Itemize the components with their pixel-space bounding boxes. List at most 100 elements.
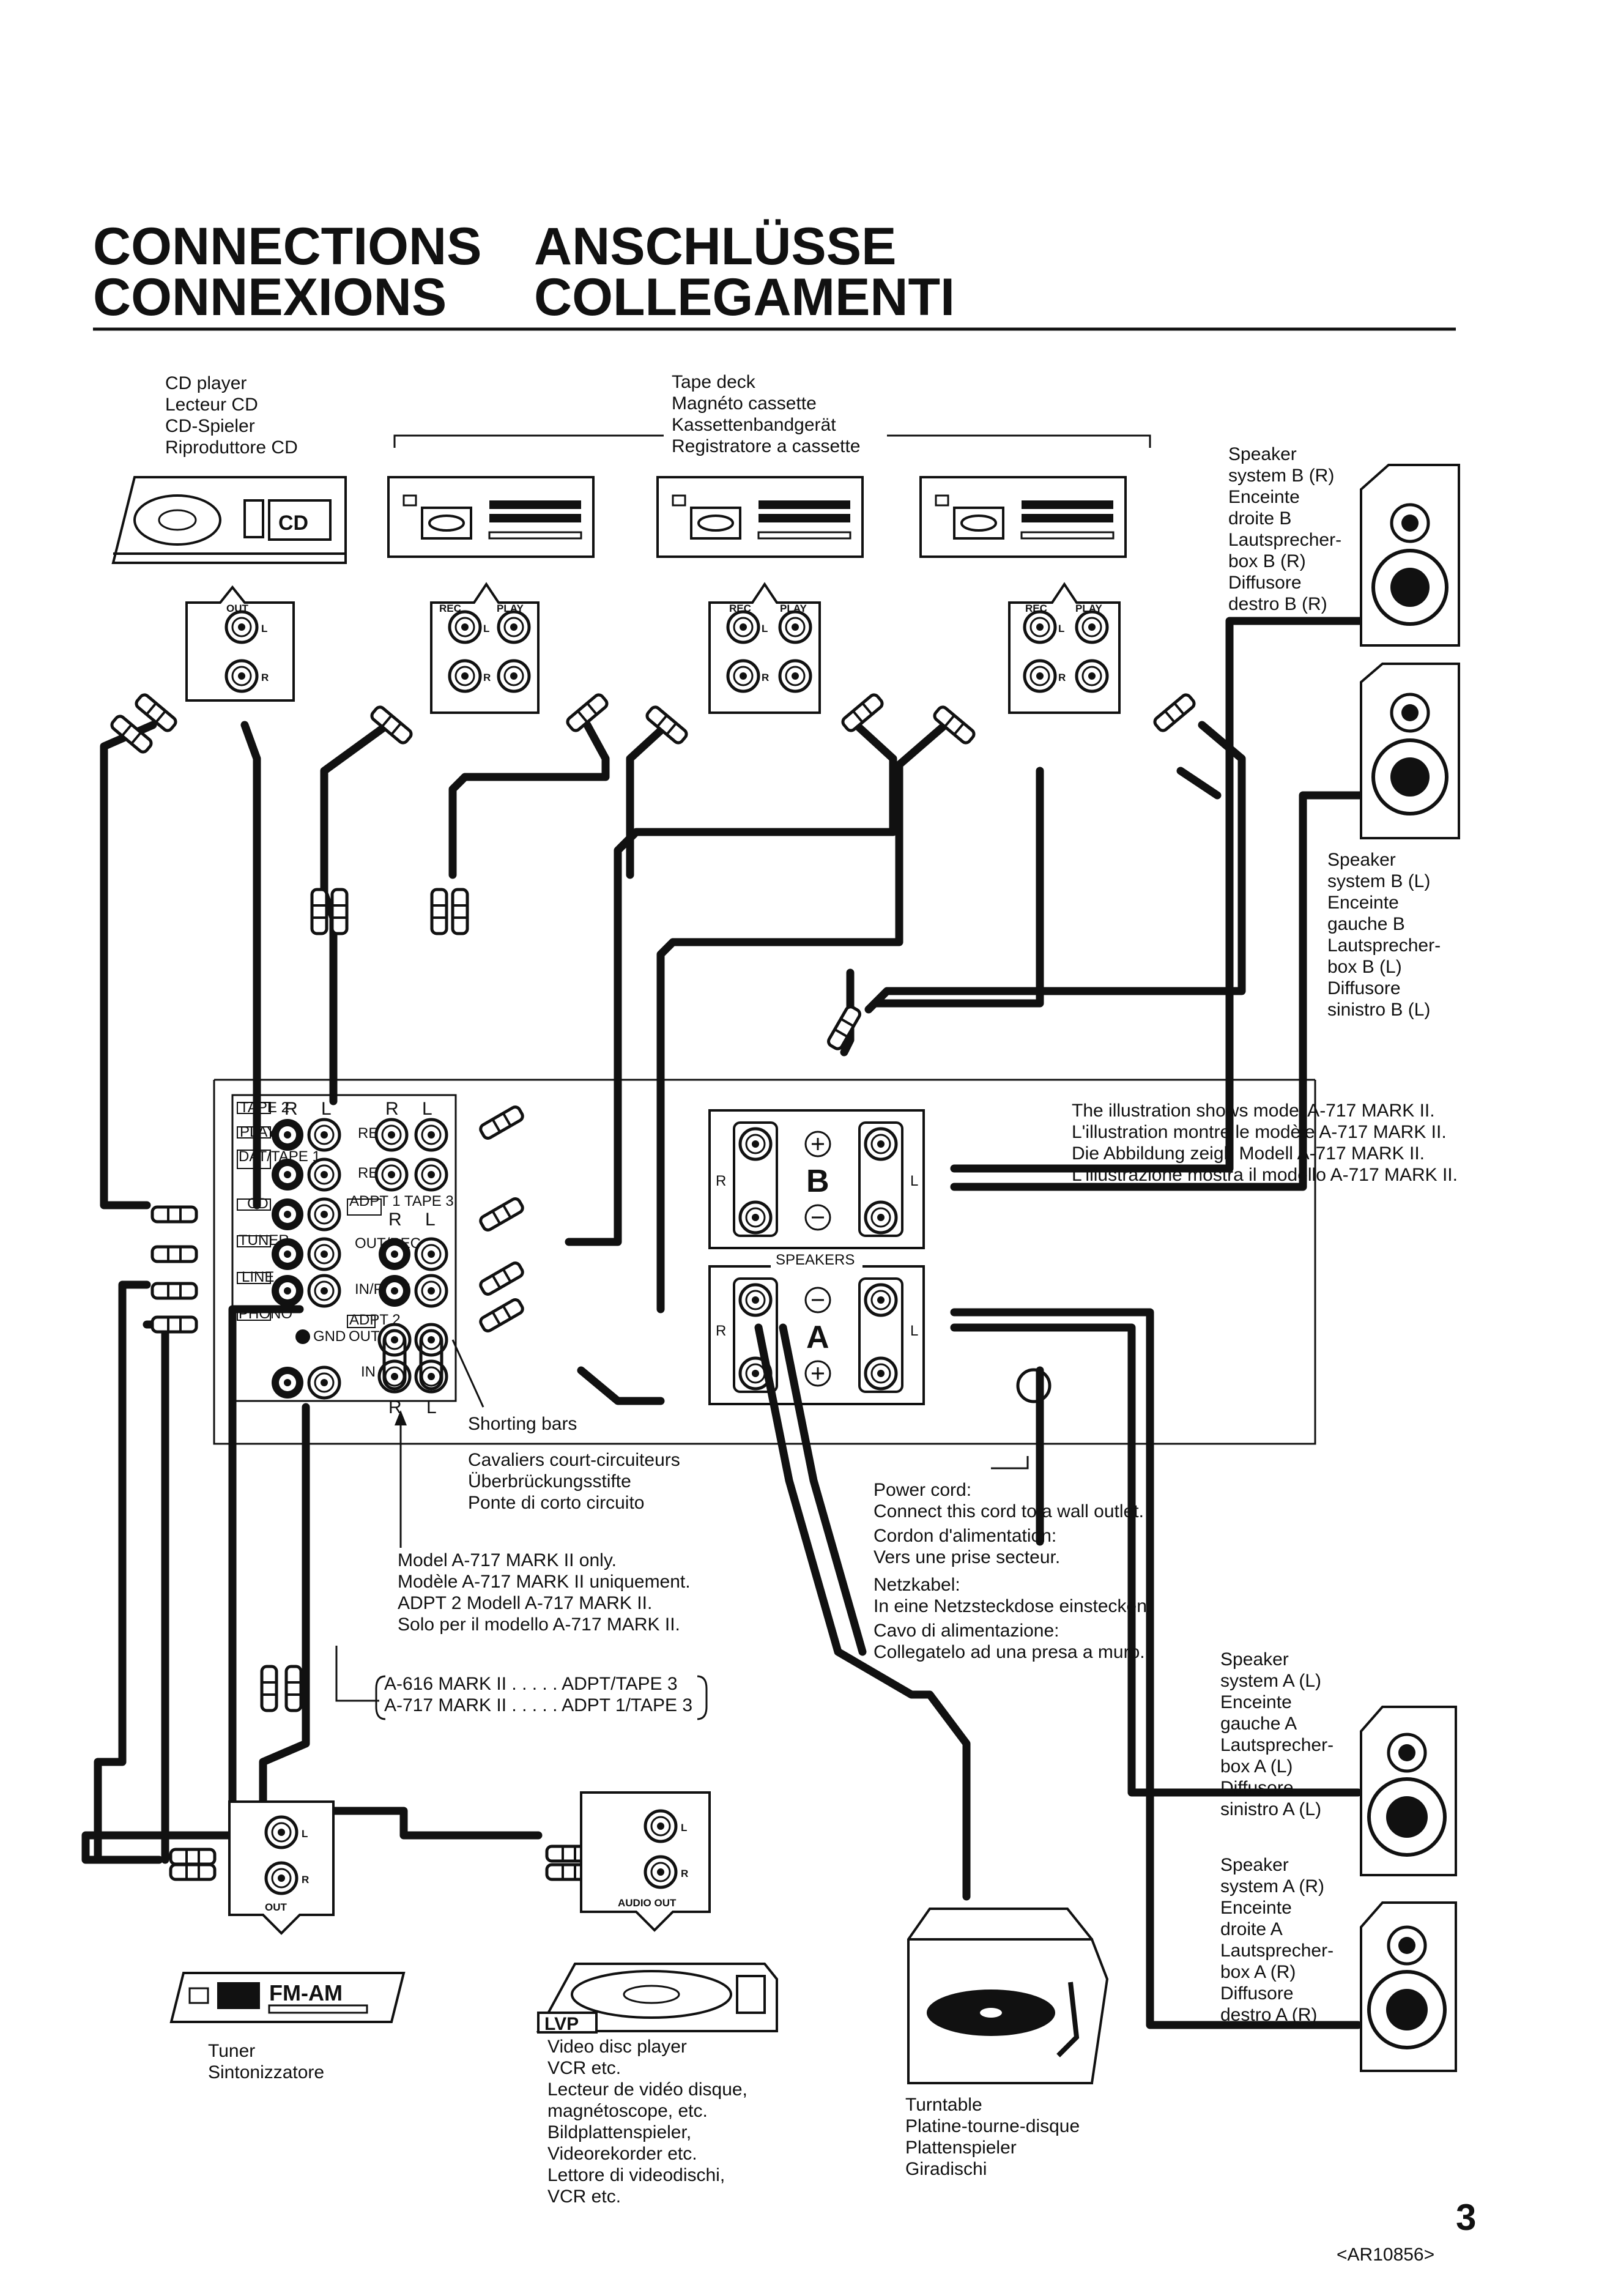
- svg-text:R: R: [388, 1397, 402, 1417]
- footer: 3 <AR10856>: [1337, 2197, 1476, 2265]
- cd-out-panel: OUT L R: [185, 585, 295, 702]
- svg-text:The illustration shows model A: The illustration shows model A-717 MARK …: [1072, 1101, 1435, 1121]
- svg-text:Enceinte: Enceinte: [1327, 893, 1399, 913]
- headings: CONNECTIONS CONNEXIONS ANSCHLÜSSE COLLEG…: [93, 217, 1456, 331]
- svg-text:Diffusore: Diffusore: [1228, 573, 1302, 593]
- svg-text:system A (R): system A (R): [1220, 1876, 1324, 1897]
- adpt-table-note: A-616 MARK II . . . . . ADPT/TAPE 3 A-71…: [335, 1646, 708, 1720]
- svg-text:Cavaliers court-circuiteurs: Cavaliers court-circuiteurs: [468, 1450, 680, 1470]
- svg-text:L: L: [762, 623, 768, 634]
- svg-text:A-616 MARK II . . . . . ADPT/T: A-616 MARK II . . . . . ADPT/TAPE 3: [384, 1674, 678, 1694]
- svg-text:Lautsprecher-: Lautsprecher-: [1228, 530, 1341, 550]
- svg-text:Cordon d'alimentation:: Cordon d'alimentation:: [874, 1526, 1056, 1546]
- svg-text:Lecteur CD: Lecteur CD: [165, 395, 258, 415]
- svg-text:OUT: OUT: [265, 1901, 287, 1913]
- turntable: [907, 1908, 1109, 2084]
- svg-text:R: R: [681, 1868, 688, 1879]
- svg-text:Giradischi: Giradischi: [905, 2159, 987, 2179]
- svg-text:Bildplattenspieler,: Bildplattenspieler,: [547, 2122, 691, 2142]
- svg-text:R: R: [302, 1874, 309, 1885]
- svg-text:box B (L): box B (L): [1327, 957, 1402, 977]
- svg-text:magnétoscope, etc.: magnétoscope, etc.: [547, 2101, 708, 2121]
- speaker-b-right-label: Speaker system B (R) Enceinte droite B L…: [1228, 444, 1341, 614]
- svg-text:OUT: OUT: [349, 1328, 380, 1345]
- footer-code: <AR10856>: [1337, 2245, 1434, 2265]
- svg-text:box B (R): box B (R): [1228, 551, 1306, 571]
- svg-text:Lettore di videodischi,: Lettore di videodischi,: [547, 2165, 725, 2185]
- svg-text:R: R: [483, 672, 491, 683]
- svg-text:L: L: [483, 623, 489, 634]
- svg-text:AUDIO OUT: AUDIO OUT: [618, 1897, 677, 1909]
- speaker-a-right-label: Speaker system A (R) Enceinte droite A L…: [1220, 1855, 1334, 2025]
- speaker-a-right: [1360, 1901, 1457, 2072]
- svg-text:L'illustration montre le modèl: L'illustration montre le modèle A-717 MA…: [1072, 1122, 1447, 1142]
- speaker-b-right: [1360, 464, 1460, 647]
- svg-text:LINE: LINE: [242, 1269, 274, 1285]
- svg-text:R: R: [261, 672, 269, 683]
- svg-text:Enceinte: Enceinte: [1220, 1898, 1292, 1918]
- speaker-a-left: [1360, 1706, 1457, 1876]
- heading-connexions: CONNEXIONS: [93, 268, 447, 327]
- cd-player: CD: [111, 476, 347, 564]
- svg-text:REC: REC: [439, 603, 461, 614]
- svg-text:droite A: droite A: [1220, 1919, 1283, 1939]
- svg-text:CD-Spieler: CD-Spieler: [165, 416, 255, 436]
- svg-text:Videorekorder etc.: Videorekorder etc.: [547, 2144, 697, 2164]
- svg-text:Diffusore: Diffusore: [1327, 978, 1401, 998]
- svg-text:Shorting bars: Shorting bars: [468, 1414, 577, 1434]
- svg-text:Ponte di corto circuito: Ponte di corto circuito: [468, 1493, 644, 1513]
- svg-text:Power cord:: Power cord:: [874, 1480, 971, 1500]
- svg-text:Diffusore: Diffusore: [1220, 1983, 1294, 2004]
- svg-text:L'illustrazione mostra il mode: L'illustrazione mostra il modello A-717 …: [1072, 1165, 1458, 1185]
- svg-text:Lautsprecher-: Lautsprecher-: [1220, 1941, 1334, 1961]
- svg-text:Lautsprecher-: Lautsprecher-: [1327, 935, 1441, 956]
- svg-text:A-717 MARK II . . . . . ADPT 1: A-717 MARK II . . . . . ADPT 1/TAPE 3: [384, 1695, 692, 1715]
- cd-player-label: CD player Lecteur CD CD-Spieler Riprodut…: [165, 373, 298, 458]
- tape-deck-1: [387, 476, 595, 558]
- svg-text:Modèle A-717 MARK II uniquemen: Modèle A-717 MARK II uniquement.: [398, 1572, 691, 1592]
- svg-text:L: L: [302, 1828, 308, 1840]
- tape-deck-label: Tape deck Magnéto cassette Kassettenband…: [393, 372, 1151, 456]
- svg-text:L: L: [910, 1173, 918, 1189]
- tuner: FM-AM: [169, 1972, 406, 2023]
- svg-text:Die Abbildung zeigh Modell A-7: Die Abbildung zeigh Modell A-717 MARK II…: [1072, 1143, 1425, 1164]
- svg-text:droite B: droite B: [1228, 508, 1291, 529]
- page-number: 3: [1456, 2197, 1476, 2238]
- amplifier-rear-panel: TAPE 2 PLAY DAT/TAPE 1 CD TUNER LINE PHO…: [213, 1079, 1316, 1445]
- tape-deck-2: [656, 476, 864, 558]
- svg-text:gauche B: gauche B: [1327, 914, 1405, 934]
- svg-text:system A (L): system A (L): [1220, 1671, 1321, 1691]
- svg-text:sinistro B (L): sinistro B (L): [1327, 1000, 1430, 1020]
- svg-text:sinistro A (L): sinistro A (L): [1220, 1799, 1321, 1819]
- svg-text:Riproduttore CD: Riproduttore CD: [165, 437, 298, 458]
- speaker-b-left-label: Speaker system B (L) Enceinte gauche B L…: [1327, 850, 1441, 1020]
- svg-text:IN: IN: [361, 1364, 376, 1380]
- svg-text:Collegatelo ad una presa a mur: Collegatelo ad una presa a muro.: [874, 1642, 1145, 1662]
- svg-text:L: L: [422, 1099, 432, 1119]
- svg-text:R: R: [1058, 672, 1066, 683]
- svg-text:box A (L): box A (L): [1220, 1756, 1293, 1777]
- turntable-label: Turntable Platine-tourne-disque Plattens…: [905, 2095, 1080, 2179]
- svg-text:box A (R): box A (R): [1220, 1962, 1296, 1982]
- tuner-logo: FM-AM: [269, 1980, 343, 2005]
- svg-text:system B (R): system B (R): [1228, 466, 1334, 486]
- cd-logo: CD: [278, 511, 308, 535]
- svg-text:L: L: [1058, 623, 1064, 634]
- illustration-note: The illustration shows model A-717 MARK …: [1072, 1101, 1458, 1185]
- svg-text:L: L: [425, 1209, 436, 1230]
- svg-text:L: L: [321, 1099, 332, 1119]
- svg-text:Vers une prise secteur.: Vers une prise secteur.: [874, 1547, 1060, 1567]
- svg-text:R: R: [388, 1209, 402, 1230]
- svg-text:Platine-tourne-disque: Platine-tourne-disque: [905, 2116, 1080, 2136]
- svg-text:Netzkabel:: Netzkabel:: [874, 1575, 960, 1595]
- svg-text:Tuner: Tuner: [208, 2041, 255, 2061]
- svg-text:Registratore a cassette: Registratore a cassette: [672, 436, 860, 456]
- svg-text:ADPT 2 Modell A-717 MARK II.: ADPT 2 Modell A-717 MARK II.: [398, 1593, 652, 1613]
- svg-text:ADPT 1 TAPE 3: ADPT 1 TAPE 3: [349, 1193, 454, 1209]
- model-only-note: Model A-717 MARK II only. Modèle A-717 M…: [395, 1410, 691, 1635]
- svg-text:destro A (R): destro A (R): [1220, 2005, 1317, 2025]
- svg-text:R: R: [716, 1173, 726, 1189]
